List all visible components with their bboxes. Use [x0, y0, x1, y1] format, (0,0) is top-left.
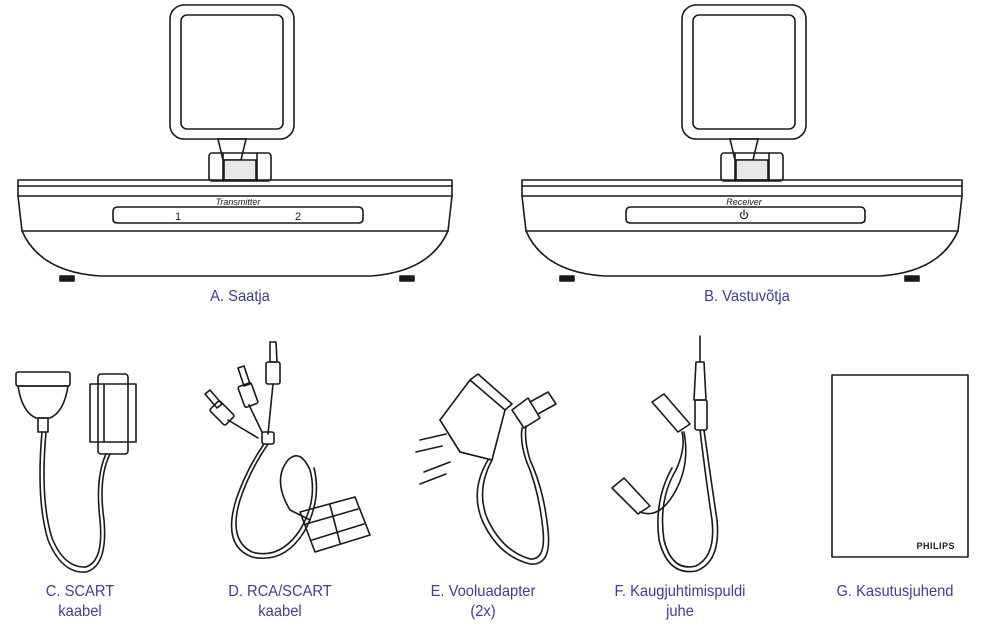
manual-brand-label: PHILIPS [916, 541, 955, 551]
caption-user-manual: G. Kasutusjuhend [817, 582, 973, 602]
power-adapter-illustration [416, 374, 556, 564]
rca-scart-cable-illustration [205, 342, 370, 558]
receiver-base [522, 180, 962, 281]
user-manual-illustration [832, 375, 968, 557]
caption-receiver: B. Vastuvõtja [655, 287, 839, 307]
caption-scart-cable: C. SCART kaabel [25, 582, 135, 622]
receiver-antenna [682, 5, 806, 181]
caption-remote-cable: F. Kaugjuhtimispuldi juhe [597, 582, 763, 622]
transmitter-button-2-label: 2 [295, 211, 301, 223]
transmitter-base [18, 180, 452, 281]
power-icon [740, 210, 747, 219]
caption-power-adapter: E. Vooluadapter (2x) [414, 582, 552, 622]
receiver-device [522, 5, 962, 281]
transmitter-device [18, 5, 452, 281]
caption-transmitter: A. Saatja [148, 287, 332, 307]
scart-cable-illustration [16, 372, 136, 572]
remote-cable-illustration [612, 336, 718, 572]
caption-rca-scart-cable: D. RCA/SCART kaabel [216, 582, 345, 622]
receiver-panel-label: Receiver [726, 197, 763, 207]
transmitter-button-1-label: 1 [175, 211, 181, 223]
transmitter-antenna [170, 5, 294, 181]
transmitter-panel-label: Transmitter [216, 197, 262, 207]
